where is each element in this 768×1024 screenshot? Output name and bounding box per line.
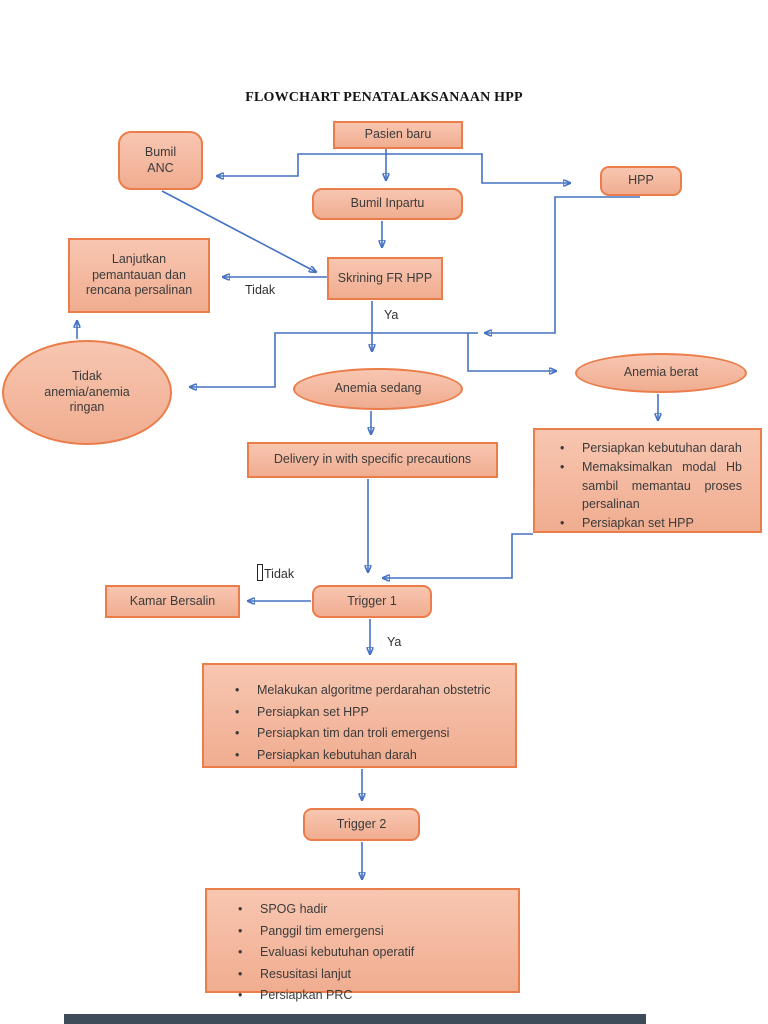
list-item: SPOG hadir (238, 899, 508, 921)
node-trigger-2-actions: SPOG hadirPanggil tim emergensiEvaluasi … (205, 888, 520, 1007)
edge-junction-anemiaberat (467, 333, 556, 371)
node-skrining-fr-hpp: Skrining FR HPP (327, 257, 443, 300)
label-trigger1-tidak-wrap: Tidak (257, 564, 294, 581)
page-bottom-bar (64, 1014, 646, 1024)
list-item: Persiapkan set HPP (560, 514, 742, 533)
list-item: Panggil tim emergensi (238, 921, 508, 943)
node-pasien-baru: Pasien baru (333, 121, 463, 149)
list-item: Persiapkan kebutuhan darah (560, 439, 742, 458)
node-anemia-sedang: Anemia sedang (293, 368, 463, 410)
list-item: Memaksimalkan modal Hb sambil memantau p… (560, 458, 742, 514)
edge-bumilanc-skrining (161, 190, 316, 272)
label-trigger1-ya: Ya (387, 635, 402, 649)
list-item: Persiapkan PRC (238, 985, 508, 1007)
label-trigger1-tidak: Tidak (264, 567, 295, 581)
node-anemia-berat-actions: Persiapkan kebutuhan darahMemaksimalkan … (533, 428, 762, 533)
label-skrining-tidak: Tidak (245, 283, 276, 297)
edge-pasienbaru-hpp (386, 153, 570, 183)
node-bumil-anc: Bumil ANC (118, 131, 203, 190)
node-lanjutkan-pemantauan: Lanjutkan pemantauan dan rencana persali… (68, 238, 210, 313)
node-trigger-1-actions: Melakukan algoritme perdarahan obstetric… (202, 663, 517, 768)
node-anemia-berat: Anemia berat (575, 353, 747, 393)
page-title: FLOWCHART PENATALAKSANAAN HPP (245, 90, 523, 105)
node-delivery-precautions: Delivery in with specific precautions (247, 442, 498, 478)
list-item: Persiapkan kebutuhan darah (235, 745, 505, 767)
trigger-2-action-list: SPOG hadirPanggil tim emergensiEvaluasi … (207, 890, 518, 1007)
anemia-berat-action-list: Persiapkan kebutuhan darahMemaksimalkan … (535, 430, 760, 533)
edge-actions-trigger1 (383, 533, 533, 578)
edge-pasienbaru-bumilanc (217, 153, 386, 176)
node-tidak-anemia: Tidak anemia/anemia ringan (2, 340, 172, 445)
edge-junction-tidakanemia (190, 332, 478, 387)
label-skrining-ya: Ya (384, 308, 399, 322)
node-kamar-bersalin: Kamar Bersalin (105, 585, 240, 618)
node-trigger-1: Trigger 1 (312, 585, 432, 618)
edge-hpp-junction (485, 196, 640, 333)
node-hpp: HPP (600, 166, 682, 196)
text-cursor-artifact (257, 564, 263, 581)
trigger-1-action-list: Melakukan algoritme perdarahan obstetric… (204, 665, 515, 766)
node-bumil-inpartu: Bumil Inpartu (312, 188, 463, 220)
list-item: Persiapkan set HPP (235, 702, 505, 724)
list-item: Evaluasi kebutuhan operatif (238, 942, 508, 964)
list-item: Resusitasi lanjut (238, 964, 508, 986)
list-item: Melakukan algoritme perdarahan obstetric (235, 680, 505, 702)
list-item: Persiapkan tim dan troli emergensi (235, 723, 505, 745)
node-trigger-2: Trigger 2 (303, 808, 420, 841)
